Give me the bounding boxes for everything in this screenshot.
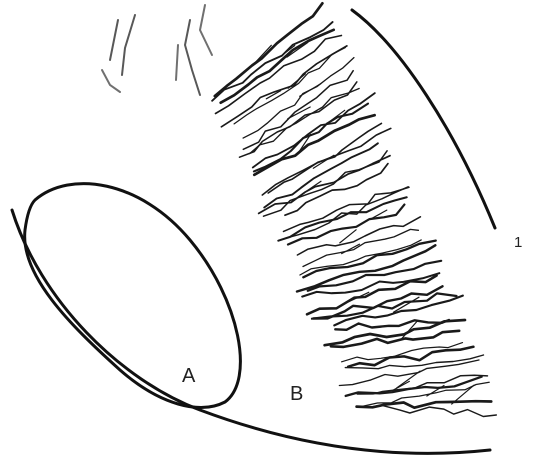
fiber-line xyxy=(262,128,391,195)
fiber-line xyxy=(342,343,463,362)
fiber-line xyxy=(212,22,333,101)
fiber-branch xyxy=(313,155,334,168)
fiber-branch xyxy=(288,74,305,89)
fiber-line xyxy=(254,115,374,175)
fiber-line xyxy=(297,217,420,255)
fiber-branch xyxy=(300,84,321,97)
fiber-branch xyxy=(397,371,420,388)
fiber-line xyxy=(286,187,409,238)
lower-boundary-curve xyxy=(12,210,490,453)
fiber-line xyxy=(308,261,442,291)
faint-sketch-strokes xyxy=(102,5,212,95)
fiber-line xyxy=(369,405,496,416)
fiber-line xyxy=(335,320,449,330)
fiber-branch xyxy=(303,181,321,194)
fiber-line xyxy=(346,377,482,396)
label-region-a: A xyxy=(182,365,196,387)
fiber-line xyxy=(345,355,483,369)
fiber-line xyxy=(259,156,390,214)
fiber-line xyxy=(216,36,342,114)
label-marker-1: 1 xyxy=(514,234,522,251)
fiber-line xyxy=(348,347,473,367)
fiber-branch xyxy=(342,244,360,253)
fiber-line xyxy=(215,3,323,96)
label-region-b: B xyxy=(290,383,303,405)
fiber-striations xyxy=(212,3,496,416)
fiber-line xyxy=(253,93,375,167)
